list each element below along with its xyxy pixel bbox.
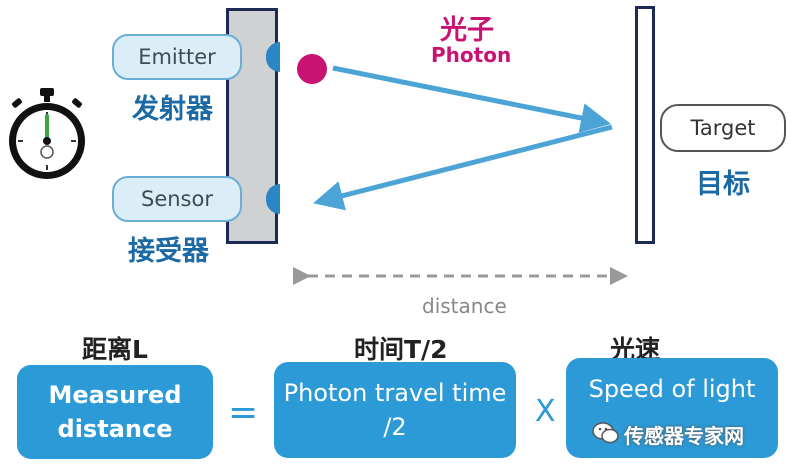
stopwatch-icon bbox=[9, 88, 85, 179]
outgoing-beam bbox=[332, 65, 611, 133]
time-t-header: 时间T/2 bbox=[354, 335, 448, 364]
sensor-lens bbox=[266, 184, 280, 214]
speed-of-light-box: Speed of light bbox=[566, 358, 778, 458]
photon-cn-label: 光子 bbox=[440, 15, 494, 46]
target-cn-label: 目标 bbox=[696, 169, 750, 200]
target-label: Target bbox=[660, 104, 786, 152]
target-plate bbox=[635, 6, 655, 244]
emitter-lens bbox=[266, 42, 280, 72]
sensor-cn-label: 接受器 bbox=[128, 236, 209, 267]
multiply-sign: X bbox=[535, 394, 556, 429]
equals-sign: = bbox=[228, 392, 259, 433]
watermark-text: 传感器专家网 bbox=[624, 424, 744, 448]
sensor-label: Sensor bbox=[112, 176, 242, 222]
distance-l-header: 距离L bbox=[82, 335, 148, 364]
photon-travel-time-box: Photon travel time /2 bbox=[274, 362, 516, 458]
photon-en-label: Photon bbox=[431, 43, 512, 67]
wechat-icon bbox=[592, 422, 619, 444]
photon-dot bbox=[297, 54, 327, 84]
emitter-cn-label: 发射器 bbox=[132, 94, 213, 125]
distance-label: distance bbox=[422, 294, 507, 318]
emitter-label: Emitter bbox=[112, 34, 242, 80]
measured-distance-box: Measured distance bbox=[17, 365, 213, 459]
returning-beam bbox=[313, 124, 613, 211]
